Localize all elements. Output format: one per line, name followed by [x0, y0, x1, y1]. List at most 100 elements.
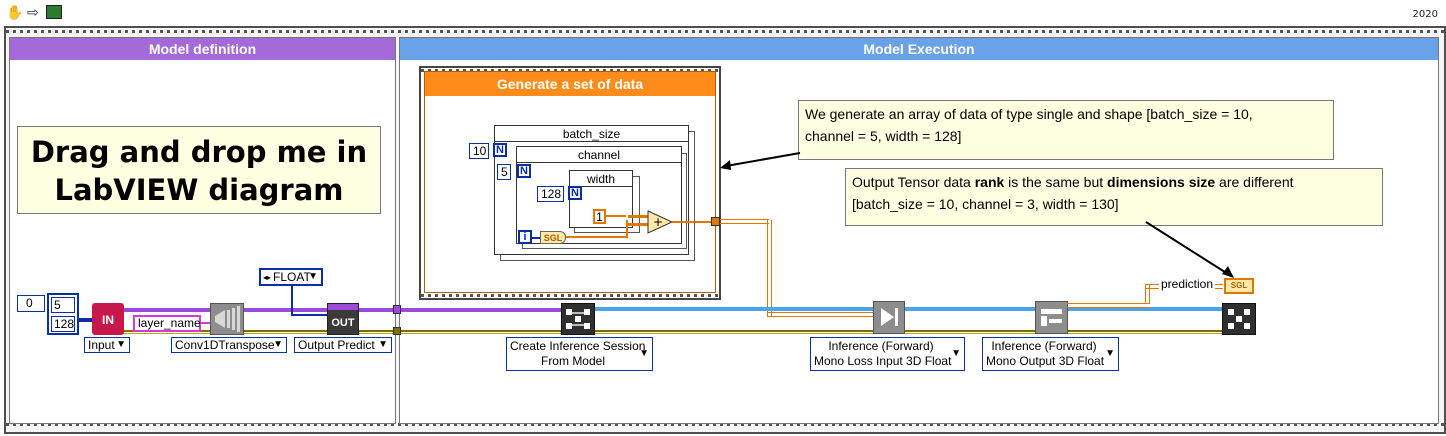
- wire-shape: [79, 318, 93, 322]
- add-node: +: [628, 210, 674, 234]
- wire-i-to-sgl: [532, 237, 540, 239]
- frame-title-model-execution: Model Execution: [400, 38, 1438, 60]
- chevron-down-icon: ▼: [308, 271, 318, 282]
- svg-text:+: +: [653, 215, 663, 229]
- inference-input-line1: Inference (Forward): [828, 339, 934, 353]
- chevron-down-icon: ▼: [639, 348, 649, 359]
- comment-data-shape: We generate an array of data of type sin…: [798, 100, 1334, 160]
- comment-dimensions: dimensions size: [1107, 174, 1216, 190]
- tunnel-out: [711, 217, 720, 226]
- chevron-down-icon: ▼: [273, 339, 283, 350]
- tunnel-model: [393, 305, 401, 314]
- wire-error-olive: [108, 330, 1238, 332]
- hand-icon[interactable]: ✋: [6, 4, 24, 20]
- close-session-node[interactable]: [1222, 303, 1256, 335]
- comment-pre: Output Tensor data: [852, 174, 975, 190]
- create-session-node[interactable]: [561, 303, 595, 335]
- tunnel-error: [393, 327, 401, 335]
- inference-input-ring[interactable]: Inference (Forward) Mono Loss Input 3D F…: [810, 337, 965, 371]
- n-terminal-batch: N: [493, 143, 507, 157]
- arrow-to-prediction: [1145, 221, 1234, 278]
- const-one[interactable]: 1: [593, 209, 606, 224]
- output-extract-icon: [1041, 309, 1062, 326]
- drag-drop-line2: LabVIEW diagram: [54, 173, 344, 207]
- n-terminal-channel: N: [517, 164, 531, 178]
- prediction-label: prediction: [1159, 277, 1216, 291]
- wire-float-v: [291, 286, 293, 316]
- n-terminal-width: N: [568, 186, 582, 200]
- wire-sgl-to-add: [566, 236, 626, 238]
- chevron-down-icon: ▼: [116, 339, 126, 350]
- loop-channel-label: channel: [517, 147, 681, 163]
- wire-error-olive-2: [108, 333, 1238, 334]
- shape-array-frame[interactable]: 5 128: [47, 293, 79, 335]
- frame-model-definition[interactable]: Model definition: [9, 37, 396, 424]
- wire-pred-h1: [1067, 303, 1150, 308]
- output-layer-label: OUT: [331, 317, 355, 329]
- conv1d-transpose-ring[interactable]: Conv1DTranspose▼: [171, 337, 287, 353]
- wire-layer-name: [201, 322, 211, 324]
- wire-add-out: [672, 221, 712, 223]
- comment-output-tensor-line1: Output Tensor data rank is the same but …: [852, 171, 1376, 193]
- shape-zero-index[interactable]: 0: [17, 295, 45, 312]
- comment-data-shape-line1: We generate an array of data of type sin…: [805, 106, 1253, 122]
- wire-session-blue: [594, 307, 1234, 311]
- const-batch-size[interactable]: 10: [469, 143, 489, 159]
- toolbar: ✋ ⇨: [0, 0, 70, 24]
- float-ring[interactable]: ◂▸FLOAT▼: [259, 268, 323, 286]
- comment-output-tensor: Output Tensor data rank is the same but …: [845, 168, 1383, 226]
- layer-name-constant[interactable]: layer_name: [133, 315, 201, 332]
- comment-mid: is the same but: [1004, 174, 1108, 190]
- generate-data-title: Generate a set of data: [425, 72, 715, 96]
- conv1d-transpose-ring-label: Conv1DTranspose: [175, 338, 275, 352]
- drag-drop-label: Drag and drop me in LabVIEW diagram: [17, 126, 381, 214]
- comment-rank: rank: [974, 174, 1005, 190]
- inference-output-ring[interactable]: Inference (Forward) Mono Output 3D Float…: [982, 337, 1119, 371]
- inference-output-node[interactable]: [1035, 301, 1068, 334]
- output-layer-top: [328, 304, 358, 310]
- wire-data-h2: [767, 312, 875, 317]
- shape-value-1[interactable]: 5: [51, 297, 75, 313]
- inference-input-line2: Mono Loss Input 3D Float: [814, 354, 952, 368]
- chevron-down-icon: ▼: [951, 348, 961, 359]
- conv1d-transpose-icon: [215, 306, 240, 332]
- arrow-to-loop: [720, 152, 801, 170]
- input-ring-label: Input: [88, 338, 115, 352]
- arrow-right-icon[interactable]: ⇨: [27, 4, 39, 20]
- wire-pred-v: [1145, 284, 1150, 304]
- inference-input-node[interactable]: [873, 301, 905, 334]
- inference-output-line1: Inference (Forward): [991, 339, 1097, 353]
- prediction-indicator-label: SGL: [1230, 281, 1248, 290]
- close-session-icon: [1228, 309, 1250, 329]
- wire-data-h1: [720, 219, 769, 224]
- to-sgl-node: SGL: [540, 231, 566, 244]
- wire-float-h: [291, 314, 331, 316]
- create-session-line1: Create Inference Session: [510, 339, 646, 353]
- i-terminal: i: [518, 230, 532, 244]
- loop-batch-label: batch_size: [495, 126, 688, 142]
- create-session-ring[interactable]: Create Inference Session From Model ▼: [506, 337, 653, 371]
- play-step-icon: [881, 308, 898, 326]
- wire-data-v: [767, 220, 772, 316]
- float-ring-label: FLOAT: [273, 270, 311, 284]
- input-layer-node[interactable]: IN: [92, 303, 124, 335]
- wire-one-to-add: [606, 215, 626, 217]
- labview-icon[interactable]: [46, 5, 62, 19]
- input-ring[interactable]: Input▼: [84, 337, 130, 353]
- chevron-down-icon: ▼: [1105, 348, 1115, 359]
- output-predict-ring[interactable]: Output Predict▼: [294, 337, 392, 353]
- create-session-icon: [566, 309, 590, 329]
- prediction-indicator[interactable]: SGL: [1224, 278, 1254, 294]
- shape-value-2[interactable]: 128: [51, 316, 75, 332]
- conv1d-transpose-node[interactable]: [210, 303, 244, 335]
- inference-output-line2: Mono Output 3D Float: [986, 354, 1105, 368]
- output-layer-node[interactable]: OUT: [327, 303, 359, 335]
- create-session-line2: From Model: [540, 354, 605, 368]
- output-predict-ring-label: Output Predict: [298, 338, 375, 352]
- wire-sgl-vertical: [626, 220, 628, 238]
- const-channel[interactable]: 5: [497, 164, 511, 180]
- comment-post: are different: [1215, 174, 1294, 190]
- version-badge: 2020: [1412, 9, 1438, 20]
- drag-drop-line1: Drag and drop me in: [30, 135, 368, 169]
- const-width[interactable]: 128: [537, 186, 564, 202]
